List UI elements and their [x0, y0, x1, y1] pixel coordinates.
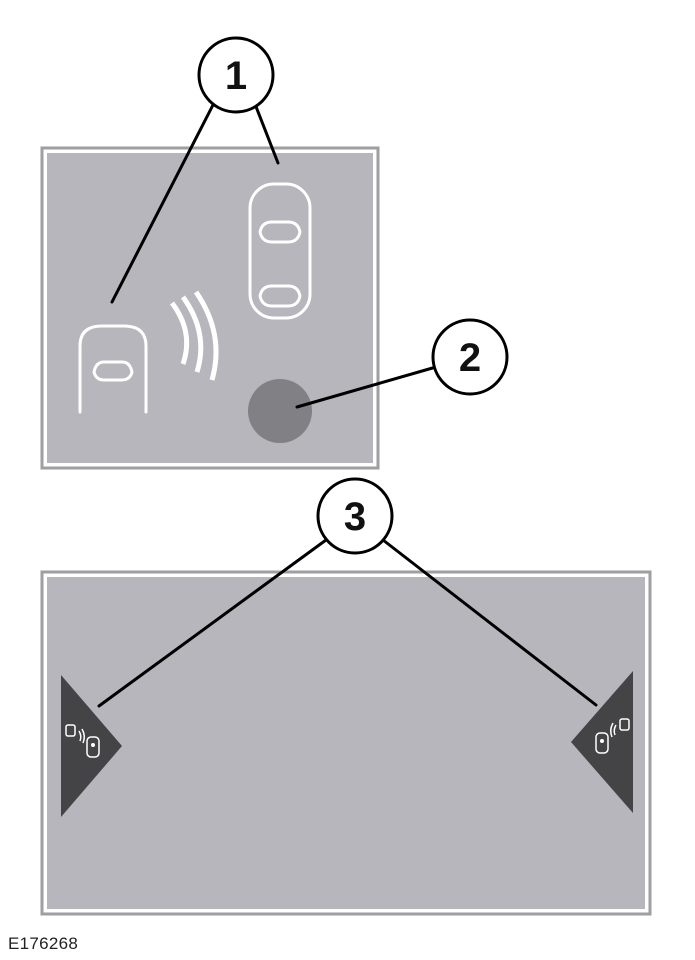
leader-line-1-left	[110, 101, 216, 304]
callout-3-number: 3	[344, 495, 366, 539]
right-blind-spot-alert-icon	[571, 671, 633, 813]
display-screen-panel	[40, 570, 652, 916]
leader-line-3-left	[97, 538, 328, 708]
figure-id-label: E176268	[8, 934, 79, 953]
callout-1-number: 1	[225, 54, 247, 98]
leader-line-3-right	[381, 538, 598, 707]
adjacent-vehicle-icon	[248, 182, 312, 320]
indicator-lamp-icon	[248, 379, 312, 443]
radar-wave-icon	[169, 290, 219, 381]
rear-vehicle-icon	[78, 324, 148, 414]
callout-2: 2	[431, 318, 509, 396]
callout-1: 1	[197, 36, 275, 114]
leader-line-2	[295, 365, 438, 409]
mirror-view-panel	[40, 146, 380, 470]
callout-3: 3	[316, 477, 394, 555]
callout-2-number: 2	[459, 336, 481, 380]
leader-line-1-right	[253, 102, 280, 165]
left-blind-spot-alert-icon	[61, 675, 122, 817]
leader-lines	[97, 101, 598, 708]
